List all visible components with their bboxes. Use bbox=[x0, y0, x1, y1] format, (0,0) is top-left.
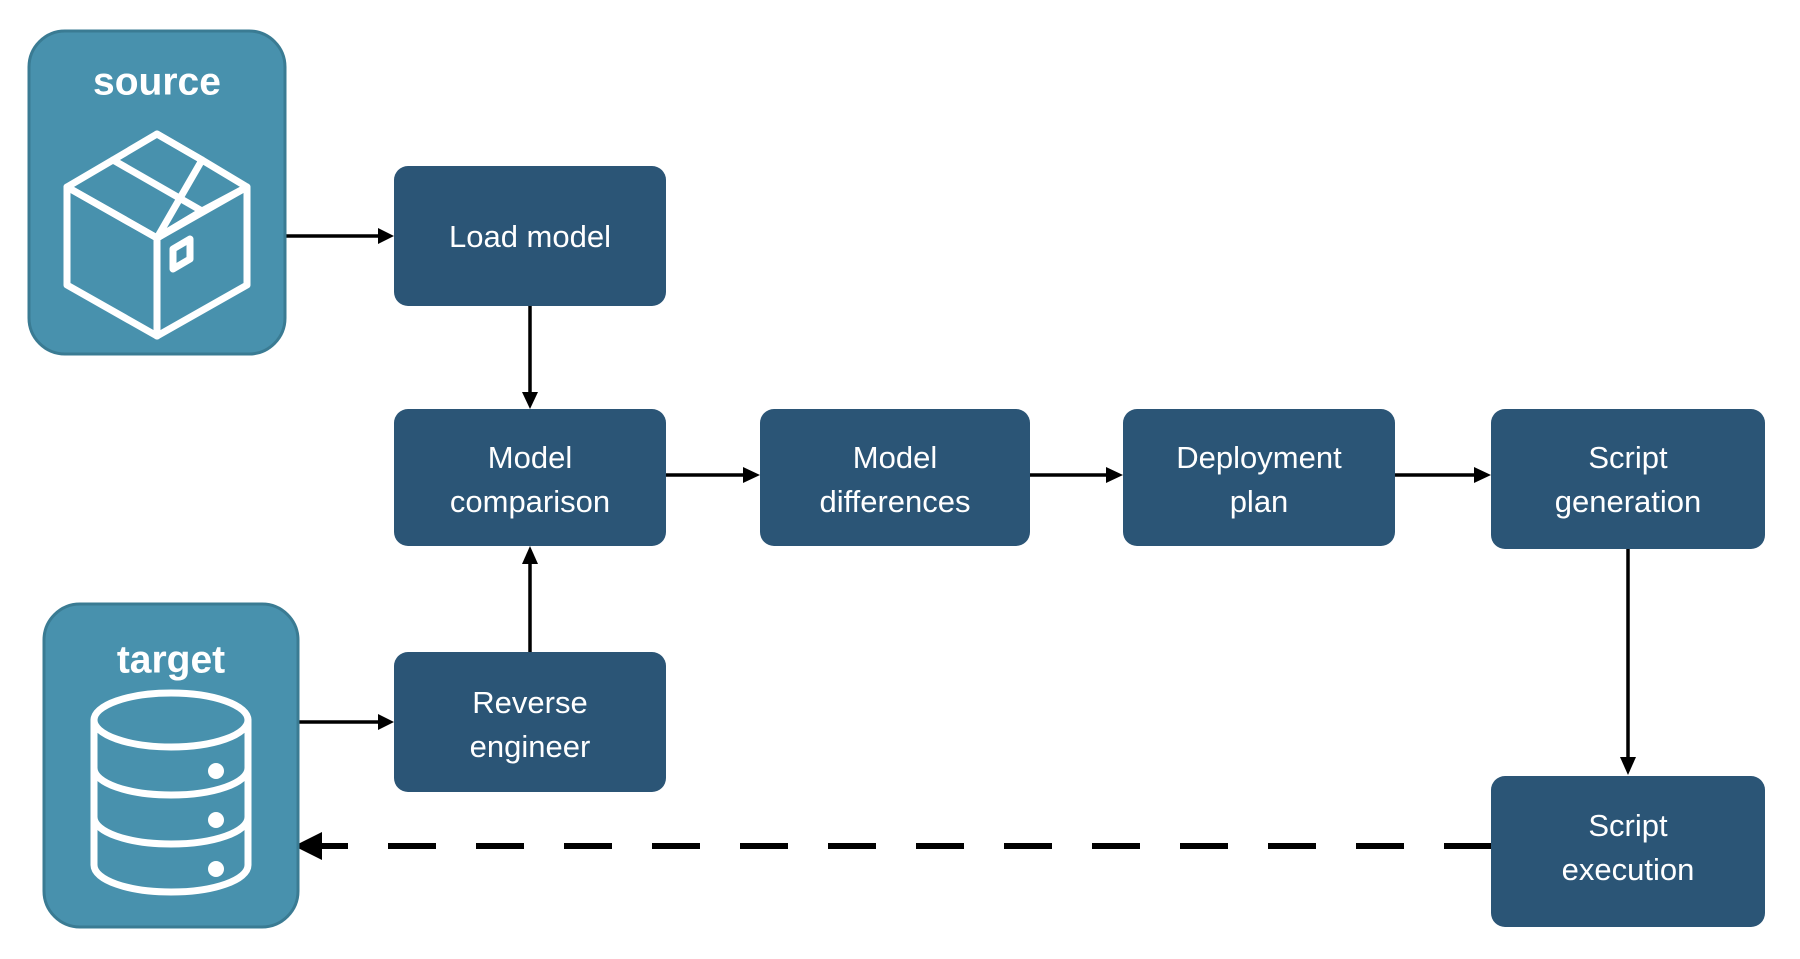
model-comparison-label-line2: comparison bbox=[450, 484, 610, 519]
model-differences-label-line2: differences bbox=[819, 484, 970, 519]
node-deployment-plan[interactable]: Deployment plan bbox=[1123, 409, 1395, 546]
target-container[interactable] bbox=[42, 602, 300, 929]
database-indicator-dot bbox=[208, 763, 224, 779]
database-indicator-dot bbox=[208, 812, 224, 828]
connector-script-execution-to-target bbox=[294, 832, 1492, 860]
database-cylinder-icon bbox=[90, 689, 252, 896]
package-box-icon bbox=[63, 130, 251, 340]
connector-model-comparison-to-model-differences bbox=[666, 467, 760, 483]
node-script-execution[interactable]: Script execution bbox=[1491, 776, 1765, 927]
model-differences-label-line1: Model bbox=[853, 440, 937, 475]
script-execution-box[interactable] bbox=[1491, 776, 1765, 927]
source-container[interactable] bbox=[27, 29, 287, 356]
script-execution-label-line1: Script bbox=[1588, 808, 1668, 843]
model-comparison-label-line1: Model bbox=[488, 440, 572, 475]
load-model-label-line1: Load model bbox=[449, 219, 611, 254]
connector-model-differences-to-deployment-plan bbox=[1030, 467, 1123, 483]
connector-deployment-plan-to-script-generation bbox=[1395, 467, 1491, 483]
script-generation-label-line2: generation bbox=[1555, 484, 1702, 519]
deployment-plan-box[interactable] bbox=[1123, 409, 1395, 546]
node-target[interactable]: target bbox=[42, 602, 300, 929]
model-comparison-box[interactable] bbox=[394, 409, 666, 546]
load-model-box[interactable] bbox=[394, 166, 666, 306]
target-label: target bbox=[117, 638, 225, 681]
node-model-differences[interactable]: Model differences bbox=[760, 409, 1030, 546]
node-load-model[interactable]: Load model bbox=[394, 166, 666, 306]
connector-target-to-reverse-engineer bbox=[298, 714, 394, 730]
node-reverse-engineer[interactable]: Reverse engineer bbox=[394, 652, 666, 792]
connector-script-generation-to-script-execution bbox=[1620, 549, 1636, 775]
deployment-plan-label-line2: plan bbox=[1230, 484, 1289, 519]
connector-load-model-to-model-comparison bbox=[522, 306, 538, 409]
reverse-engineer-label-line1: Reverse bbox=[472, 685, 587, 720]
node-script-generation[interactable]: Script generation bbox=[1491, 409, 1765, 549]
connector-reverse-engineer-to-model-comparison bbox=[522, 546, 538, 652]
connector-source-to-load-model bbox=[286, 228, 394, 244]
source-label: source bbox=[93, 60, 221, 103]
script-execution-label-line2: execution bbox=[1562, 852, 1695, 887]
script-generation-label-line1: Script bbox=[1588, 440, 1668, 475]
reverse-engineer-label-line2: engineer bbox=[470, 729, 591, 764]
node-source[interactable]: source bbox=[27, 29, 287, 356]
database-indicator-dot bbox=[208, 861, 224, 877]
deployment-plan-label-line1: Deployment bbox=[1176, 440, 1342, 475]
reverse-engineer-box[interactable] bbox=[394, 652, 666, 792]
node-model-comparison[interactable]: Model comparison bbox=[394, 409, 666, 546]
model-differences-box[interactable] bbox=[760, 409, 1030, 546]
script-generation-box[interactable] bbox=[1491, 409, 1765, 549]
